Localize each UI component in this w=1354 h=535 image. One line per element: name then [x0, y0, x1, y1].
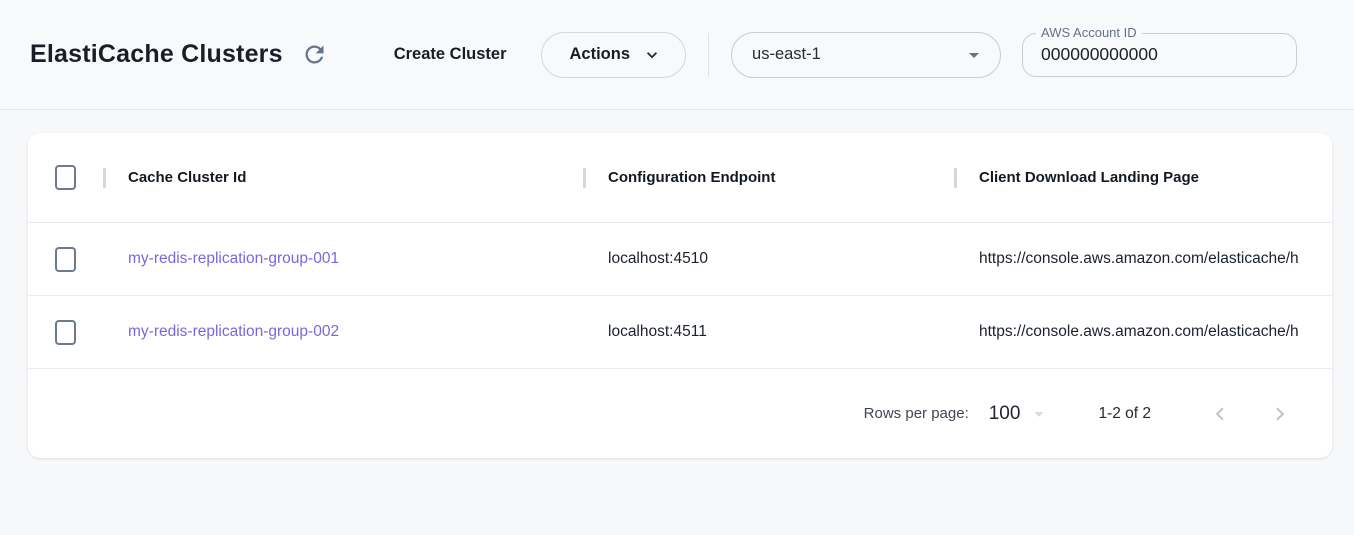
cluster-id-link[interactable]: my-redis-replication-group-001 [128, 250, 340, 267]
refresh-icon [301, 41, 328, 68]
row-checkbox-cell [28, 246, 103, 272]
rows-per-page-select[interactable]: 100 [989, 403, 1051, 425]
header-divider [708, 32, 710, 77]
row-checkbox-cell [28, 319, 103, 345]
table-row[interactable]: my-redis-replication-group-001 localhost… [28, 223, 1332, 296]
page-title: ElastiCache Clusters [30, 40, 283, 68]
cell-cache-cluster-id: my-redis-replication-group-002 [106, 323, 583, 341]
actions-button-label: Actions [569, 45, 631, 63]
pagination-range-label: 1-2 of 2 [1098, 404, 1151, 422]
cell-client-download-landing-page: https://console.aws.amazon.com/elasticac… [979, 323, 1299, 340]
region-select-value: us-east-1 [752, 45, 821, 63]
cell-cache-cluster-id: my-redis-replication-group-001 [106, 250, 583, 268]
top-bar: ElastiCache Clusters Create Cluster Acti… [0, 0, 1354, 110]
create-cluster-button[interactable]: Create Cluster [393, 45, 507, 63]
region-select[interactable]: us-east-1 [731, 31, 1002, 78]
aws-account-id-label: AWS Account ID [1036, 24, 1142, 40]
triangle-down-icon [962, 43, 986, 67]
column-separator [583, 167, 586, 188]
chevron-right-icon [1267, 401, 1293, 427]
refresh-button[interactable] [297, 37, 332, 72]
cell-client-download-landing-page: https://console.aws.amazon.com/elasticac… [979, 250, 1299, 267]
row-checkbox[interactable] [55, 246, 76, 272]
select-all-checkbox[interactable] [55, 165, 76, 190]
aws-account-id-input[interactable] [1023, 33, 1297, 76]
column-header-client-download-landing-page[interactable]: Client Download Landing Page [979, 168, 1200, 186]
table-header-row: Cache Cluster Id Configuration Endpoint … [28, 133, 1332, 223]
column-header-cache-cluster-id[interactable]: Cache Cluster Id [128, 168, 247, 186]
chevron-down-icon [642, 45, 662, 65]
previous-page-button[interactable] [1201, 395, 1239, 433]
column-separator [954, 167, 957, 188]
cluster-id-link[interactable]: my-redis-replication-group-002 [128, 323, 340, 340]
row-checkbox[interactable] [55, 319, 76, 345]
select-all-cell [28, 165, 103, 190]
table-row[interactable]: my-redis-replication-group-002 localhost… [28, 296, 1332, 369]
triangle-down-icon [1028, 403, 1050, 425]
table-pagination: Rows per page: 100 1-2 of 2 [28, 369, 1332, 458]
column-separator [103, 167, 106, 188]
aws-account-id-field: AWS Account ID [1022, 24, 1298, 77]
actions-button[interactable]: Actions [540, 31, 687, 78]
column-header-configuration-endpoint[interactable]: Configuration Endpoint [608, 168, 776, 186]
chevron-left-icon [1207, 401, 1233, 427]
cell-configuration-endpoint: localhost:4511 [608, 323, 707, 340]
cell-configuration-endpoint: localhost:4510 [608, 250, 708, 267]
rows-per-page-label: Rows per page: [863, 405, 969, 422]
next-page-button[interactable] [1261, 395, 1299, 433]
clusters-table-card: Cache Cluster Id Configuration Endpoint … [28, 133, 1332, 458]
